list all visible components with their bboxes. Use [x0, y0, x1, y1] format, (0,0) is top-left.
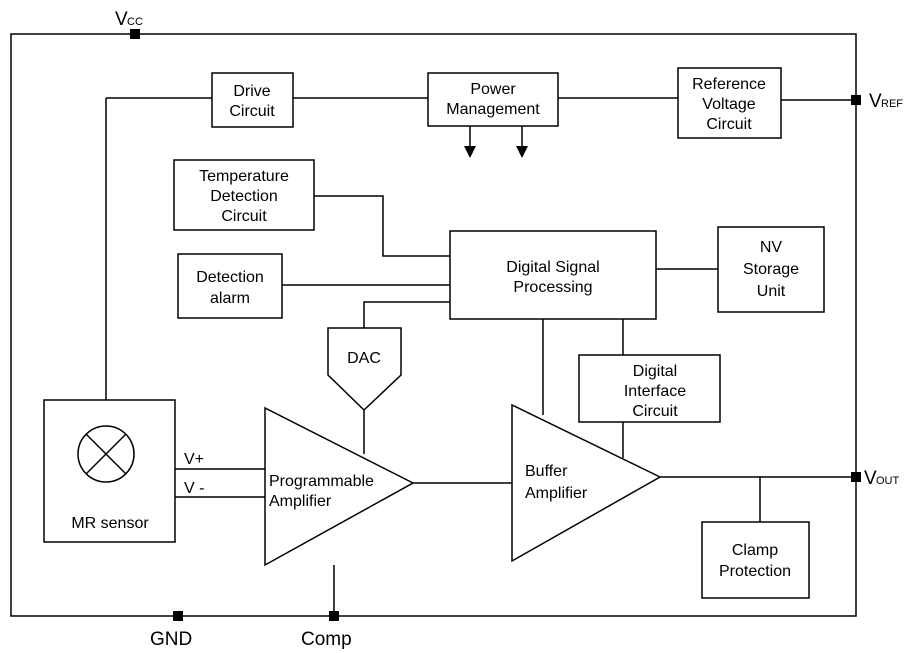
- vout-pin: [851, 472, 861, 482]
- programmable-amplifier-block: Programmable Amplifier: [264, 406, 415, 567]
- svg-text:Storage: Storage: [743, 261, 799, 278]
- wires: [105, 97, 856, 616]
- svg-text:Amplifier: Amplifier: [525, 485, 588, 502]
- svg-text:alarm: alarm: [210, 290, 250, 307]
- svg-text:Detection: Detection: [196, 269, 264, 286]
- drive-circuit-block: Drive Circuit: [211, 72, 294, 128]
- svg-text:Circuit: Circuit: [632, 403, 678, 420]
- svg-text:Circuit: Circuit: [221, 208, 267, 225]
- gnd-label: GND: [150, 629, 192, 650]
- gnd-pin: [173, 611, 183, 621]
- temperature-detection-block: Temperature Detection Circuit: [173, 159, 315, 231]
- svg-text:Buffer: Buffer: [525, 463, 568, 480]
- reference-voltage-block: Reference Voltage Circuit: [677, 67, 782, 139]
- vplus-label: V+: [184, 451, 204, 468]
- svg-text:CC: CC: [127, 16, 143, 28]
- vminus-label: V -: [184, 480, 204, 497]
- digital-interface-block: Digital Interface Circuit: [578, 354, 721, 423]
- clamp-protection-block: Clamp Protection: [701, 521, 810, 599]
- svg-text:Drive: Drive: [233, 83, 270, 100]
- digital-signal-processing-block: Digital Signal Processing: [449, 230, 657, 320]
- svg-text:MR sensor: MR sensor: [71, 515, 149, 532]
- svg-text:OUT: OUT: [876, 475, 900, 487]
- svg-text:Power: Power: [470, 81, 516, 98]
- svg-text:Amplifier: Amplifier: [269, 493, 332, 510]
- comp-pin: [329, 611, 339, 621]
- svg-text:REF: REF: [881, 98, 903, 110]
- svg-text:Circuit: Circuit: [706, 116, 752, 133]
- buffer-amplifier-block: Buffer Amplifier: [511, 403, 662, 563]
- dac-block: DAC: [327, 327, 402, 412]
- svg-text:NV: NV: [760, 239, 783, 256]
- detection-alarm-block: Detection alarm: [177, 253, 283, 319]
- svg-text:Detection: Detection: [210, 188, 278, 205]
- svg-text:Management: Management: [446, 101, 540, 118]
- vout-label: V OUT: [864, 468, 900, 489]
- vref-pin: [851, 95, 861, 105]
- svg-text:V: V: [115, 9, 128, 30]
- chip-outline: [10, 33, 857, 617]
- svg-text:Digital Signal: Digital Signal: [506, 259, 599, 276]
- sensor-cross-icon: [77, 425, 135, 483]
- vcc-label: V CC: [115, 9, 143, 30]
- nv-storage-block: NV Storage Unit: [717, 226, 825, 313]
- svg-text:Interface: Interface: [624, 383, 686, 400]
- comp-label: Comp: [301, 629, 352, 650]
- svg-text:Reference: Reference: [692, 76, 766, 93]
- power-management-block: Power Management: [427, 72, 559, 127]
- vref-label: V REF: [869, 91, 903, 112]
- vcc-pin: [130, 29, 140, 39]
- svg-text:Programmable: Programmable: [269, 473, 374, 490]
- svg-text:V: V: [869, 91, 882, 112]
- svg-text:Voltage: Voltage: [702, 96, 755, 113]
- svg-text:DAC: DAC: [347, 350, 381, 367]
- mr-sensor-block: MR sensor: [43, 399, 176, 543]
- svg-text:Clamp: Clamp: [732, 542, 778, 559]
- svg-text:Unit: Unit: [757, 283, 786, 300]
- svg-text:V: V: [864, 468, 877, 489]
- svg-text:Circuit: Circuit: [229, 103, 275, 120]
- svg-text:Digital: Digital: [633, 363, 677, 380]
- svg-text:Processing: Processing: [513, 279, 592, 296]
- svg-text:Temperature: Temperature: [199, 168, 289, 185]
- svg-text:Protection: Protection: [719, 563, 791, 580]
